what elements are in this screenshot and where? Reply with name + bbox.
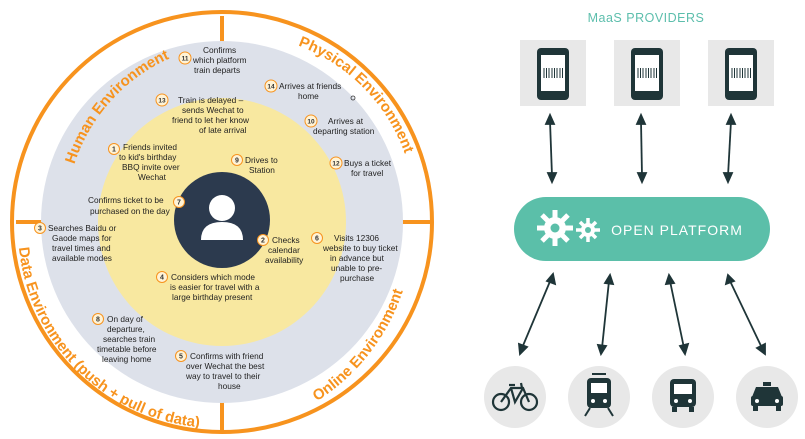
train-icon: [584, 373, 614, 417]
open-platform-bar: OPEN PLATFORM: [514, 197, 770, 261]
gears-icon: [537, 210, 600, 246]
step-text: Checks calendar availability: [265, 235, 304, 265]
step-11: 11 Confirms which platform train departs: [178, 45, 249, 75]
step-4: 4 Considers which mode is easier for tra…: [156, 271, 262, 302]
step-text: Train is delayed – sends Wechat to frien…: [172, 95, 251, 135]
step-text: Arrives at friends home: [279, 81, 344, 101]
step-2: 2 Checks calendar availability: [257, 234, 304, 265]
step-number: 8: [96, 317, 100, 324]
step-number-badge: [108, 143, 120, 155]
provider-tile-2: [614, 40, 680, 106]
step-number: 13: [158, 98, 166, 105]
step-text: Confirms which platform train departs: [192, 45, 249, 75]
step-text: Drives to Station: [245, 155, 280, 175]
provider-tile-3: [708, 40, 774, 106]
step-number-badge: [231, 154, 243, 166]
maas-platform: MaaS PROVIDERS: [484, 11, 798, 428]
step-number: 1: [112, 147, 116, 154]
step-text: Confirms with friend over Wechat the bes…: [185, 351, 267, 391]
train-mode: [568, 366, 630, 428]
mode-arrows: [517, 272, 766, 357]
step-number: 10: [307, 119, 315, 126]
step-text: Arrives at departing station: [313, 116, 375, 136]
step-number: 9: [235, 158, 239, 165]
step-12: 12 Buys a ticket for travel: [329, 156, 393, 178]
step-1: 1 Friends invited to kid's birthday BBQ …: [108, 142, 182, 182]
taxi-mode: [736, 366, 798, 428]
taxi-icon: [751, 382, 783, 411]
step-number: 5: [179, 354, 183, 361]
step-number-badge: [178, 51, 192, 65]
providers-title: MaaS PROVIDERS: [588, 11, 705, 25]
step-6: 6 Visits 12306 website to buy ticket in …: [311, 232, 400, 283]
small-marker: [350, 95, 356, 101]
step-number-badge: [92, 313, 104, 325]
step-number: 3: [38, 226, 42, 233]
mobile-phone-barcode-icon: [631, 48, 663, 100]
step-number-badge: [257, 234, 269, 246]
step-number: 11: [182, 56, 189, 63]
platform-label: OPEN PLATFORM: [611, 222, 743, 238]
step-number-badge: [155, 93, 169, 107]
step-number-badge: [311, 232, 323, 244]
step-number-badge: [329, 156, 343, 170]
step-number: 12: [332, 161, 340, 168]
mobile-phone-barcode-icon: [725, 48, 757, 100]
step-text: Buys a ticket for travel: [344, 158, 393, 178]
step-number: 14: [267, 84, 275, 91]
step-text: On day of departure, searches train time…: [97, 314, 159, 364]
bicycle-mode: [484, 366, 546, 428]
step-text: Visits 12306 website to buy ticket in ad…: [322, 233, 400, 283]
step-number: 6: [315, 236, 319, 243]
mobile-phone-barcode-icon: [537, 48, 569, 100]
bus-icon: [670, 379, 696, 412]
step-number-badge: [156, 271, 168, 283]
step-10: 10 Arrives at departing station: [304, 114, 375, 136]
step-number: 4: [160, 275, 164, 282]
step-number-badge: [264, 79, 278, 93]
customer-journey-circle: Human Environment Physical Environment D…: [10, 10, 434, 434]
step-number: 7: [177, 200, 181, 207]
step-9: 9 Drives to Station: [231, 154, 280, 175]
step-number-badge: [173, 196, 185, 208]
step-8: 8 On day of departure, searches train ti…: [92, 313, 159, 364]
step-number-badge: [34, 222, 46, 234]
provider-arrows: [544, 112, 737, 185]
bicycle-icon: [491, 382, 539, 412]
step-number-badge: [304, 114, 318, 128]
step-13: 13 Train is delayed – sends Wechat to fr…: [155, 93, 251, 135]
step-number: 2: [261, 238, 265, 245]
step-text: Friends invited to kid's birthday BBQ in…: [119, 142, 182, 182]
step-text: Considers which mode is easier for trave…: [170, 272, 262, 302]
step-5: 5 Confirms with friend over Wechat the b…: [175, 350, 267, 391]
step-text: Searches Baidu or Gaode maps for travel …: [48, 223, 119, 263]
step-number-badge: [175, 350, 187, 362]
step-3: 3 Searches Baidu or Gaode maps for trave…: [34, 222, 119, 263]
step-text: Confirms ticket to be purchased on the d…: [88, 195, 171, 216]
bus-mode: [652, 366, 714, 428]
person-icon: [201, 195, 243, 240]
step-14: 14 Arrives at friends home: [264, 79, 344, 101]
step-7: 7 Confirms ticket to be purchased on the…: [88, 195, 185, 216]
provider-tile-1: [520, 40, 586, 106]
